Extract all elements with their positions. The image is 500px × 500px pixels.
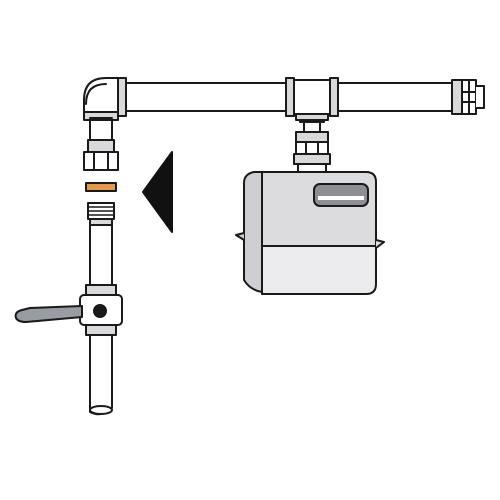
- union-nut: [83, 139, 119, 171]
- end-union-fitting: [451, 79, 485, 115]
- lower-vertical-pipe: [89, 224, 113, 286]
- arrow-left-icon: [142, 151, 173, 233]
- meter-connector: [293, 121, 331, 175]
- elbow-fitting: [83, 77, 127, 121]
- sealing-gasket: [85, 182, 117, 192]
- insert-direction-arrow: [142, 151, 173, 233]
- gas-meter: [235, 171, 385, 295]
- valve-handle-icon: [14, 305, 83, 323]
- threaded-stub: [87, 202, 115, 226]
- bottom-vertical-pipe: [89, 334, 113, 416]
- tee-fitting: [285, 77, 339, 123]
- meter-display-window: [313, 183, 369, 207]
- ball-valve: [14, 284, 123, 336]
